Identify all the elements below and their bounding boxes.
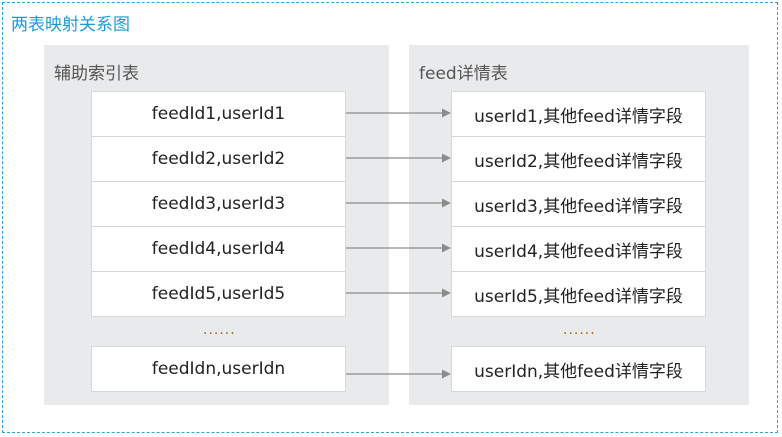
index-row-4: feedId4,userId4 [91,226,346,272]
detail-row-4: userId4,其他feed详情字段 [451,226,706,272]
index-row-n: feedIdn,userIdn [91,346,346,392]
detail-row-3: userId3,其他feed详情字段 [451,181,706,227]
diagram-title: 两表映射关系图 [11,15,130,35]
detail-ellipsis: ...... [563,322,596,338]
feed-detail-table-title: feed详情表 [419,64,508,84]
detail-row-1: userId1,其他feed详情字段 [451,91,706,137]
diagram-frame [2,2,778,433]
detail-row-2: userId2,其他feed详情字段 [451,136,706,182]
index-row-1: feedId1,userId1 [91,91,346,137]
index-row-5: feedId5,userId5 [91,271,346,317]
detail-row-n: userIdn,其他feed详情字段 [451,346,706,392]
index-table-title: 辅助索引表 [54,64,139,84]
index-row-2: feedId2,userId2 [91,136,346,182]
index-ellipsis: ...... [203,322,236,338]
detail-row-5: userId5,其他feed详情字段 [451,271,706,317]
index-row-3: feedId3,userId3 [91,181,346,227]
